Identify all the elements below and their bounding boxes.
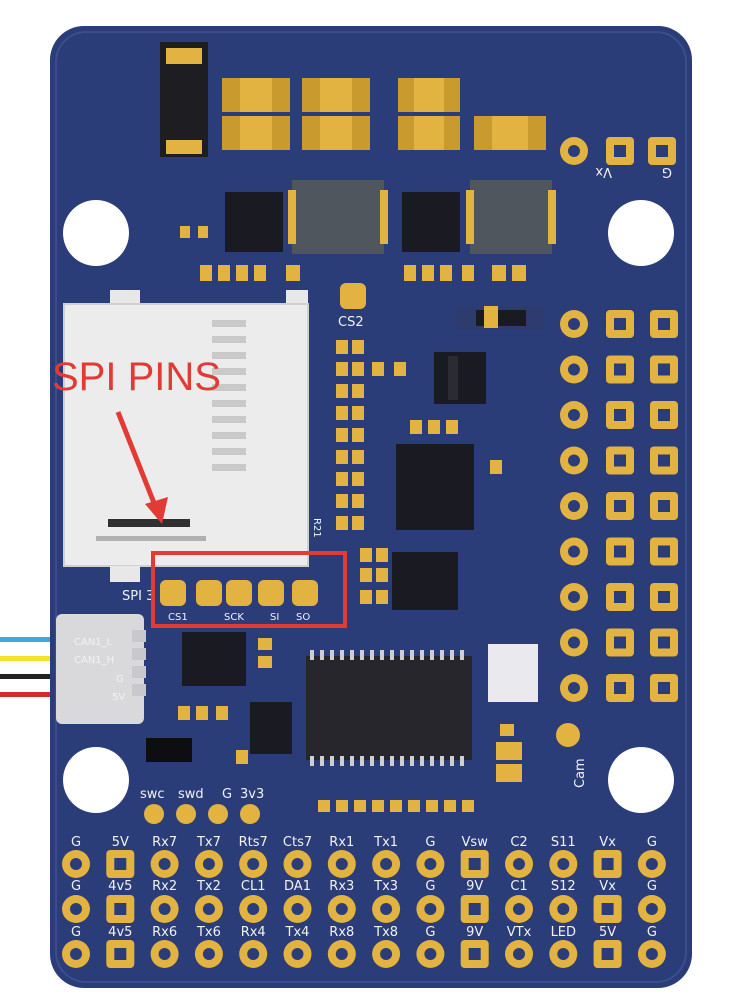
spi3-label: SPI 3 (122, 589, 154, 604)
spi-so-label: SO (296, 612, 310, 623)
row1-label-5: Cts7 (283, 835, 312, 850)
row2-label-2: Rx2 (152, 879, 177, 894)
row2-label-1: 4v5 (108, 879, 132, 894)
row2-label-6: Rx3 (329, 879, 354, 894)
3v3-label: 3v3 (240, 787, 264, 802)
silkscreen-labels: CS2 SPI 3 CS1 SCK SI SO CAN1_L CAN1_H G … (74, 164, 672, 802)
row3-label-10: VTx (507, 925, 532, 940)
row1-label-9: Vsw (462, 835, 489, 850)
cs2-pad (340, 283, 366, 309)
power-components (160, 42, 556, 254)
row1-label-11: S11 (551, 835, 576, 850)
spi-si-label: SI (270, 612, 279, 623)
row1-label-12: Vx (599, 835, 616, 850)
row3-label-3: Tx6 (196, 925, 221, 940)
spi-sck-label: SCK (224, 612, 244, 623)
row3-label-9: 9V (466, 925, 483, 940)
row1-label-0: G (71, 835, 81, 850)
row3-label-6: Rx8 (329, 925, 354, 940)
row3-label-12: 5V (599, 925, 616, 940)
row2-label-5: DA1 (284, 879, 311, 894)
row1-label-1: 5V (112, 835, 129, 850)
right-servo-pads (560, 310, 678, 702)
row2-label-8: G (425, 879, 435, 894)
row3-label-0: G (71, 925, 81, 940)
row1-label-4: Rts7 (239, 835, 268, 850)
row2-label-11: S12 (551, 879, 576, 894)
spi-cs1-label: CS1 (168, 612, 188, 623)
row1-label-7: Tx1 (373, 835, 398, 850)
wire-black (0, 674, 62, 679)
swd-label: swd (178, 787, 204, 802)
annotation-label: SPI PINS (52, 355, 221, 399)
spi-pads (160, 580, 318, 606)
bottom-pad-rows (62, 850, 666, 968)
row2-label-7: Tx3 (373, 879, 398, 894)
row3-label-5: Tx4 (285, 925, 310, 940)
row3-label-2: Rx6 (152, 925, 177, 940)
can-wires (0, 637, 62, 697)
row3-label-1: 4v5 (108, 925, 132, 940)
r21-label: R21 (311, 518, 322, 538)
swc-label: swc (140, 787, 165, 802)
cam-pad (556, 723, 580, 747)
cs2-label: CS2 (338, 315, 364, 330)
can-g-label: G (116, 674, 124, 685)
row3-label-8: G (425, 925, 435, 940)
can-connector (56, 614, 146, 724)
spi-pins-annotation: SPI PINS (52, 355, 347, 628)
row2-label-10: C1 (510, 879, 527, 894)
integrated-circuits (146, 306, 544, 766)
row3-label-7: Tx8 (373, 925, 398, 940)
g-top-label: G (662, 164, 672, 179)
wire-blue (0, 637, 62, 642)
row2-label-12: Vx (599, 879, 616, 894)
row2-label-9: 9V (466, 879, 483, 894)
row3-label-11: LED (551, 925, 576, 940)
row2-label-13: G (647, 879, 657, 894)
mounting-holes (63, 200, 674, 813)
row1-label-13: G (647, 835, 657, 850)
row1-label-3: Tx7 (196, 835, 221, 850)
spi-highlight-box (151, 551, 347, 628)
can1-l-label: CAN1_L (74, 637, 113, 648)
vx-top-label: Vx (595, 164, 612, 179)
cam-label: Cam (573, 758, 588, 788)
wire-red (0, 692, 62, 697)
row3-label-4: Rx4 (241, 925, 266, 940)
can-5v-label: 5V (112, 692, 125, 703)
row2-label-3: Tx2 (196, 879, 221, 894)
vx-g-pads (560, 137, 676, 165)
wire-yellow (0, 656, 62, 661)
can1-h-label: CAN1_H (74, 655, 114, 666)
passive-components (178, 226, 526, 812)
row1-label-8: G (425, 835, 435, 850)
annotation-arrow-shaft (115, 411, 159, 509)
debug-g-label: G (222, 787, 232, 802)
row1-label-10: C2 (510, 835, 527, 850)
row2-label-4: CL1 (241, 879, 266, 894)
sd-card-slot (63, 290, 309, 582)
row3-label-13: G (647, 925, 657, 940)
row1-label-2: Rx7 (152, 835, 177, 850)
annotation-arrow-head (145, 497, 168, 524)
row2-label-0: G (71, 879, 81, 894)
row1-label-6: Rx1 (329, 835, 354, 850)
debug-pads (144, 804, 260, 824)
